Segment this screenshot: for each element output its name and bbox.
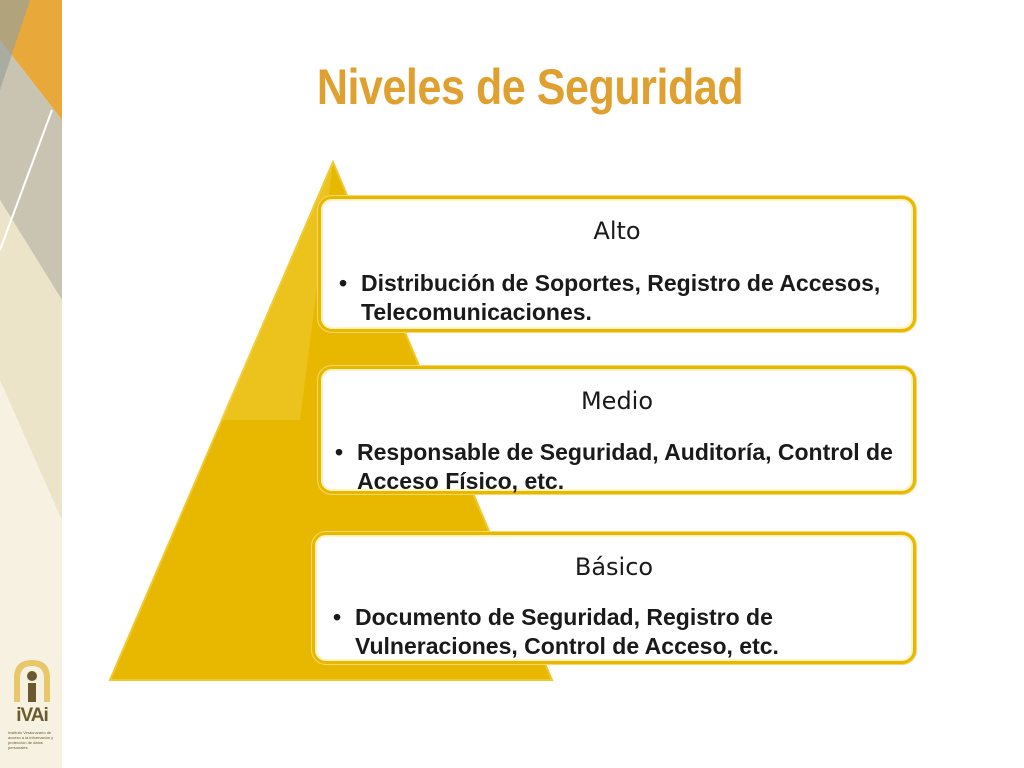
level-bullet-text: Documento de Seguridad, Registro de Vuln… bbox=[355, 604, 779, 659]
bullet-dot: • bbox=[339, 270, 348, 296]
level-box-alto: Alto • Distribución de Soportes, Registr… bbox=[318, 196, 916, 332]
ivai-logo-icon bbox=[14, 660, 50, 702]
level-bullet-text: Responsable de Seguridad, Auditoría, Con… bbox=[357, 439, 893, 494]
page-title: Niveles de Seguridad bbox=[316, 59, 744, 115]
decorative-sidebar bbox=[0, 0, 62, 768]
level-box-medio: Medio • Responsable de Seguridad, Audito… bbox=[318, 366, 916, 494]
bullet-dot: • bbox=[335, 439, 344, 465]
logo-wordmark: iVAi bbox=[16, 705, 49, 726]
level-bullet: • Documento de Seguridad, Registro de Vu… bbox=[333, 603, 903, 661]
logo-caption: Instituto Veracruzano de acceso a la inf… bbox=[8, 730, 54, 750]
level-box-basico: Básico • Documento de Seguridad, Registr… bbox=[312, 532, 916, 664]
bullet-dot: • bbox=[333, 604, 342, 630]
level-bullet: • Distribución de Soportes, Registro de … bbox=[339, 269, 901, 327]
level-heading: Medio bbox=[580, 387, 654, 415]
level-heading: Alto bbox=[593, 217, 641, 245]
level-bullet: • Responsable de Seguridad, Auditoría, C… bbox=[335, 438, 897, 496]
level-heading: Básico bbox=[574, 553, 654, 581]
level-bullet-text: Distribución de Soportes, Registro de Ac… bbox=[361, 270, 881, 325]
